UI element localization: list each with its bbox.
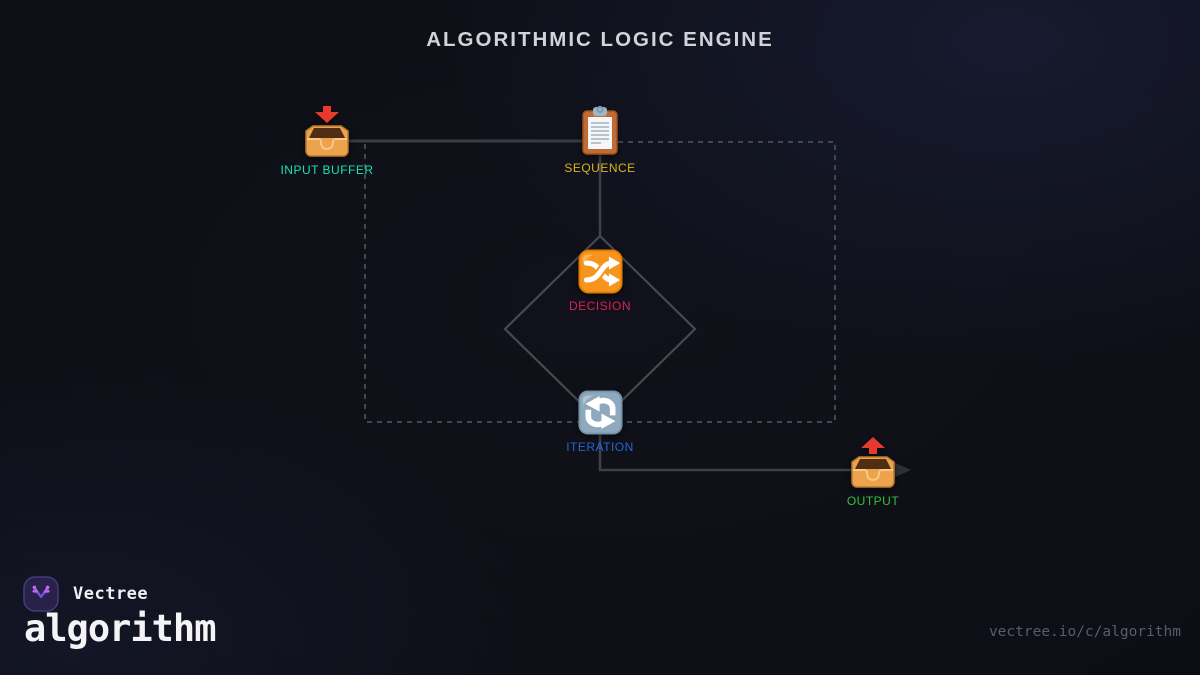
node-label: OUTPUT: [846, 494, 900, 508]
shuffle-arrows-icon: [577, 249, 623, 294]
brand-row: Vectree: [23, 576, 148, 612]
node-label: INPUT BUFFER: [280, 163, 374, 177]
loop-arrows-icon: [577, 390, 623, 435]
node-output: OUTPUT: [793, 435, 953, 508]
edge-iteration-to-output: [598, 434, 895, 472]
inbox-tray-icon: [303, 104, 351, 158]
clipboard-icon: [580, 105, 620, 156]
diagram-title: ALGORITHMIC LOGIC ENGINE: [426, 28, 774, 51]
vectree-branch-icon: [23, 576, 59, 612]
channel-name: algorithm: [24, 607, 216, 650]
share-url: vectree.io/c/algorithm: [988, 624, 1181, 640]
node-input-buffer: INPUT BUFFER: [247, 104, 407, 177]
node-decision: DECISION: [520, 249, 680, 313]
node-sequence: SEQUENCE: [520, 105, 680, 175]
output-arrowhead: [893, 462, 911, 478]
node-label: SEQUENCE: [564, 161, 636, 175]
node-label: ITERATION: [566, 440, 634, 454]
outbox-tray-icon: [849, 435, 897, 489]
node-iteration: ITERATION: [520, 390, 680, 454]
brand-name: Vectree: [73, 584, 149, 604]
node-label: DECISION: [568, 299, 631, 313]
edge-dashed-loop: [364, 141, 836, 423]
